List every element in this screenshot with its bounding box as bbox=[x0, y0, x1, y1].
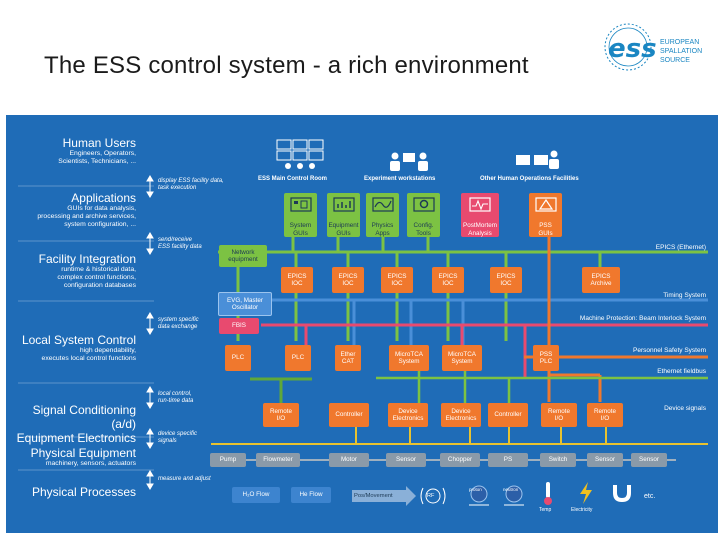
rf-icon bbox=[420, 487, 446, 505]
equip-chopper[interactable]: Chopper bbox=[440, 453, 480, 467]
slide-title: The ESS control system - a rich environm… bbox=[44, 52, 529, 79]
equip-switch[interactable]: Switch bbox=[540, 453, 576, 467]
process-proton: proton bbox=[469, 487, 482, 492]
temperature-icon bbox=[544, 482, 552, 505]
note-local-control: local control,run-time data bbox=[158, 391, 194, 404]
user-group-control-room: ESS Main Control Room bbox=[258, 176, 327, 182]
logo-mark: ess bbox=[608, 34, 657, 64]
user-group-other: Other Human Operations Facilities bbox=[480, 176, 579, 182]
proton-icon bbox=[469, 485, 489, 506]
other-facilities-icon bbox=[516, 150, 559, 169]
equip-sensor-3[interactable]: Sensor bbox=[631, 453, 667, 467]
bus-personnel-safety: Personnel Safety System bbox=[633, 347, 706, 354]
equip-flowmeter[interactable]: Flowmeter bbox=[256, 453, 300, 467]
layer-local-system-control: Local System Control high dependability,… bbox=[21, 333, 136, 362]
plc-1[interactable]: PLC bbox=[225, 345, 251, 371]
bus-device-signals: Device signals bbox=[664, 405, 706, 412]
control-system-diagram: Human Users Engineers, Operators, Scient… bbox=[6, 115, 718, 533]
control-room-screens-icon bbox=[276, 139, 324, 169]
layer-facility-integration: Facility Integration runtime & historica… bbox=[38, 252, 136, 289]
magnet-icon bbox=[613, 485, 631, 503]
note-measure-adjust: measure and adjust bbox=[158, 476, 211, 482]
fbis[interactable]: FBIS bbox=[219, 318, 259, 334]
bus-ethernet-fieldbus: Ethernet fieldbus bbox=[657, 368, 706, 375]
ess-logo: ess EUROPEAN SPALLATION SOURCE bbox=[596, 20, 720, 76]
equip-ps[interactable]: PS bbox=[488, 453, 528, 467]
logo-text: EUROPEAN SPALLATION SOURCE bbox=[660, 39, 703, 64]
note-display: display ESS facility data,task execution bbox=[158, 178, 224, 191]
equip-sensor-1[interactable]: Sensor bbox=[386, 453, 426, 467]
logo-rings-icon bbox=[604, 23, 652, 71]
neutron-icon bbox=[504, 485, 524, 506]
plc-2[interactable]: PLC bbox=[285, 345, 311, 371]
process-rf: RF bbox=[427, 493, 435, 499]
pss-guis-icon bbox=[535, 197, 557, 212]
user-group-experiment: Experiment workstations bbox=[364, 176, 436, 182]
bus-timing-system: Timing System bbox=[663, 292, 706, 299]
electricity-icon bbox=[580, 482, 592, 504]
layer-human-users: Human Users Engineers, Operators, Scient… bbox=[58, 136, 136, 165]
equip-pump[interactable]: Pump bbox=[210, 453, 246, 467]
postmortem-icon bbox=[469, 197, 491, 212]
diagram-lines bbox=[18, 175, 708, 506]
equipment-guis-icon bbox=[333, 197, 355, 212]
process-h2o-flow: H₂O Flow bbox=[232, 487, 280, 503]
config-tools-icon bbox=[413, 197, 435, 212]
equip-sensor-2[interactable]: Sensor bbox=[587, 453, 623, 467]
experiment-workstations-icon bbox=[390, 152, 428, 171]
process-he-flow: He Flow bbox=[291, 487, 331, 503]
process-neutron: neutron bbox=[503, 487, 519, 492]
layer-applications: Applications GUIs for data analysis, pro… bbox=[37, 191, 136, 228]
process-pos-movement: Pos/Movement bbox=[354, 493, 393, 499]
bus-epics-ethernet: EPICS (Ethernet) bbox=[655, 244, 706, 251]
layer-physical-processes: Physical Processes bbox=[31, 485, 136, 499]
bus-machine-protection: Machine Protection: Beam Interlock Syste… bbox=[579, 315, 706, 322]
system-guis-icon bbox=[290, 197, 312, 212]
process-temp: Temp bbox=[539, 507, 552, 513]
process-etc: etc. bbox=[644, 493, 656, 500]
layer-physical-equipment: Physical Equipment machinery, sensors, a… bbox=[30, 446, 136, 467]
physics-apps-icon bbox=[372, 197, 394, 212]
layer-signal-conditioning: Signal Conditioning (a/d) Equipment Elec… bbox=[16, 403, 136, 445]
process-electricity: Electricity bbox=[571, 507, 593, 513]
equip-motor[interactable]: Motor bbox=[329, 453, 369, 467]
controller-1[interactable]: Controller bbox=[329, 403, 369, 427]
controller-2[interactable]: Controller bbox=[488, 403, 528, 427]
